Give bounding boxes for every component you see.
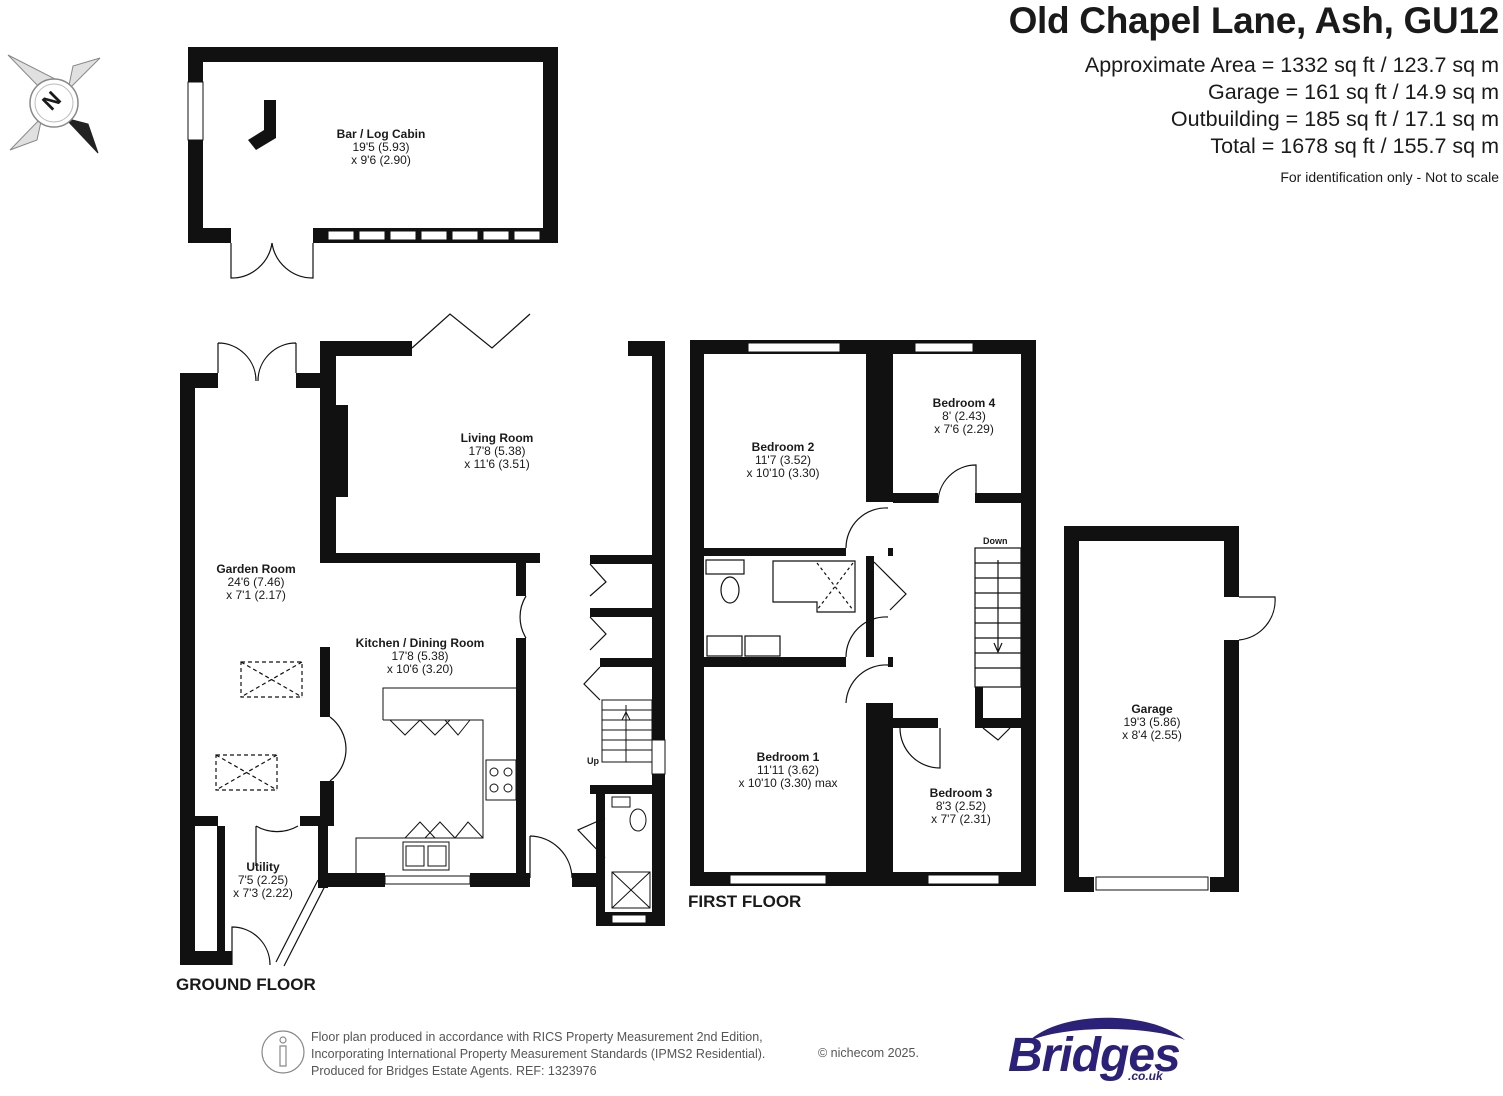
- compass-icon: [7, 54, 101, 154]
- room-dimension: 8'3 (2.52): [935, 799, 987, 813]
- room-name: Kitchen / Dining Room: [355, 636, 485, 650]
- room-label-living-room: Living Room 17'8 (5.38) x 11'6 (3.51): [461, 432, 534, 471]
- room-label-bedroom-3: Bedroom 3 8'3 (2.52) x 7'7 (2.31): [930, 787, 993, 826]
- room-label-utility: Utility 7'5 (2.25) x 7'3 (2.22): [233, 861, 293, 900]
- first-floor-label: FIRST FLOOR: [688, 892, 802, 911]
- bridges-logo-icon: [1028, 1017, 1185, 1042]
- room-dimension: x 10'10 (3.30) max: [738, 776, 838, 790]
- room-name: Garage: [1131, 702, 1173, 716]
- garage-walls: [1064, 526, 1239, 892]
- room-dimension: x 7'3 (2.22): [233, 886, 293, 900]
- room-dimension: x 9'6 (2.90): [351, 153, 411, 167]
- room-label-log-cabin: Bar / Log Cabin 19'5 (5.93) x 9'6 (2.90): [337, 128, 426, 167]
- room-name: Bedroom 2: [751, 440, 815, 454]
- room-label-kitchen: Kitchen / Dining Room 17'8 (5.38) x 10'6…: [356, 637, 485, 676]
- brand-logo: Bridges: [1008, 1029, 1181, 1082]
- stove-icon: [248, 100, 276, 150]
- room-dimension: x 7'6 (2.29): [934, 422, 994, 436]
- stairs-down-label: Down: [983, 536, 1008, 546]
- room-dimension: x 7'7 (2.31): [931, 812, 991, 826]
- room-dimension: 11'7 (3.52): [754, 453, 812, 467]
- room-label-garden-room: Garden Room 24'6 (7.46) x 7'1 (2.17): [216, 563, 295, 602]
- stairs-up-label: Up: [587, 756, 599, 766]
- ground-floor-label: GROUND FLOOR: [176, 975, 316, 994]
- area-line: Total = 1678 sq ft / 155.7 sq m: [1210, 134, 1499, 158]
- room-label-garage: Garage 19'3 (5.86) x 8'4 (2.55): [1122, 703, 1182, 742]
- room-name: Living Room: [460, 431, 534, 445]
- room-dimension: 7'5 (2.25): [237, 873, 289, 887]
- ground-floor-walls: [180, 341, 665, 965]
- room-dimension: 17'8 (5.38): [391, 649, 449, 663]
- room-label-bedroom-2: Bedroom 2 11'7 (3.52) x 10'10 (3.30): [746, 441, 819, 480]
- area-summary: Approximate Area = 1332 sq ft / 123.7 sq…: [1085, 52, 1499, 160]
- room-dimension: x 7'1 (2.17): [226, 588, 286, 602]
- copyright-text: © nichecom 2025.: [818, 1046, 919, 1060]
- room-dimension: x 11'6 (3.51): [464, 457, 530, 471]
- property-title: Old Chapel Lane, Ash, GU12: [1008, 0, 1500, 41]
- area-line: Approximate Area = 1332 sq ft / 123.7 sq…: [1084, 53, 1499, 77]
- area-line: Garage = 161 sq ft / 14.9 sq m: [1207, 80, 1499, 104]
- room-dimension: x 10'10 (3.30): [746, 466, 820, 480]
- footer-notes: Floor plan produced in accordance with R…: [311, 1029, 765, 1080]
- room-dimension: 24'6 (7.46): [227, 575, 285, 589]
- footer-line: Produced for Bridges Estate Agents. REF:…: [311, 1064, 597, 1078]
- area-line: Outbuilding = 185 sq ft / 17.1 sq m: [1170, 107, 1499, 131]
- room-dimension: 8' (2.43): [942, 409, 986, 423]
- room-name: Bedroom 1: [756, 750, 820, 764]
- room-name: Bedroom 3: [929, 786, 993, 800]
- brand-logo-domain: .co.uk: [1128, 1069, 1163, 1083]
- room-dimension: 19'5 (5.93): [352, 140, 410, 154]
- room-name: Utility: [246, 860, 280, 874]
- footer-line: Incorporating International Property Mea…: [311, 1047, 766, 1061]
- room-dimension: x 8'4 (2.55): [1122, 728, 1182, 742]
- room-dimension: 11'11 (3.62): [757, 763, 819, 777]
- disclaimer-text: For identification only - Not to scale: [1280, 169, 1499, 185]
- room-dimension: 17'8 (5.38): [468, 444, 526, 458]
- footer-line: Floor plan produced in accordance with R…: [311, 1030, 763, 1044]
- room-label-bedroom-1: Bedroom 1 11'11 (3.62) x 10'10 (3.30) ma…: [738, 751, 837, 790]
- room-label-bedroom-4: Bedroom 4 8' (2.43) x 7'6 (2.29): [933, 397, 996, 436]
- room-name: Garden Room: [216, 562, 296, 576]
- accessibility-icon: [261, 1030, 305, 1074]
- room-dimension: x 10'6 (3.20): [386, 662, 454, 676]
- room-dimension: 19'3 (5.86): [1123, 715, 1181, 729]
- room-name: Bar / Log Cabin: [336, 127, 426, 141]
- room-name: Bedroom 4: [932, 396, 996, 410]
